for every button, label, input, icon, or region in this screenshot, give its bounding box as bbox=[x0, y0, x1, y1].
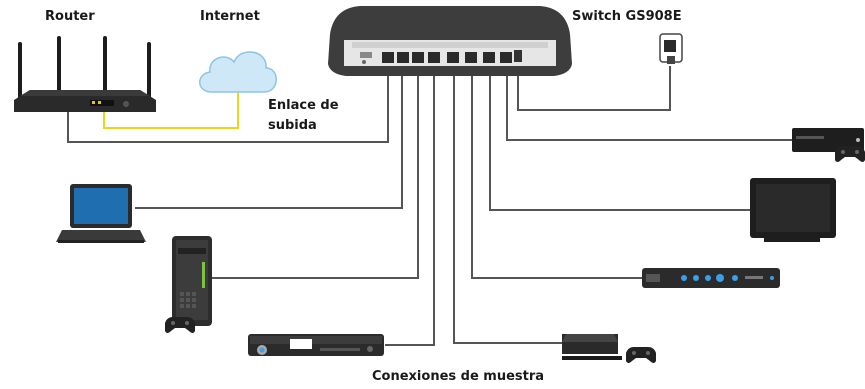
cables bbox=[67, 66, 792, 346]
dvd-cable bbox=[385, 68, 435, 346]
switch-icon bbox=[328, 6, 572, 76]
cloud-icon bbox=[199, 51, 277, 93]
laptop-cable bbox=[135, 68, 403, 209]
gamepad-icon bbox=[835, 146, 865, 162]
console-cable bbox=[453, 68, 562, 344]
internet-cable bbox=[103, 92, 239, 129]
monitor-cable bbox=[489, 68, 750, 211]
uplink-label-line1: Enlace de bbox=[268, 98, 339, 113]
receiver-cable bbox=[471, 68, 642, 279]
game-console-icon bbox=[562, 334, 622, 360]
switch-label: Switch GS908E bbox=[572, 9, 682, 24]
desktop-cable bbox=[210, 68, 419, 279]
internet-label: Internet bbox=[200, 9, 260, 24]
monitor-icon bbox=[750, 178, 836, 242]
router-label: Router bbox=[45, 9, 95, 24]
desktop-tower-icon bbox=[172, 236, 212, 326]
dvd-player-icon bbox=[248, 334, 384, 356]
footer-caption: Conexiones de muestra bbox=[372, 369, 545, 384]
gamepad-icon bbox=[626, 347, 656, 363]
uplink-label-line2: subida bbox=[268, 118, 317, 133]
laptop-icon bbox=[56, 184, 146, 243]
media-receiver-icon bbox=[642, 268, 780, 288]
power-adapter-icon bbox=[659, 33, 683, 64]
power-cable bbox=[517, 66, 671, 111]
router-icon bbox=[14, 36, 156, 112]
xbox-cable bbox=[506, 68, 792, 141]
uplink-cable bbox=[67, 68, 389, 143]
gamepad-icon bbox=[165, 317, 195, 333]
